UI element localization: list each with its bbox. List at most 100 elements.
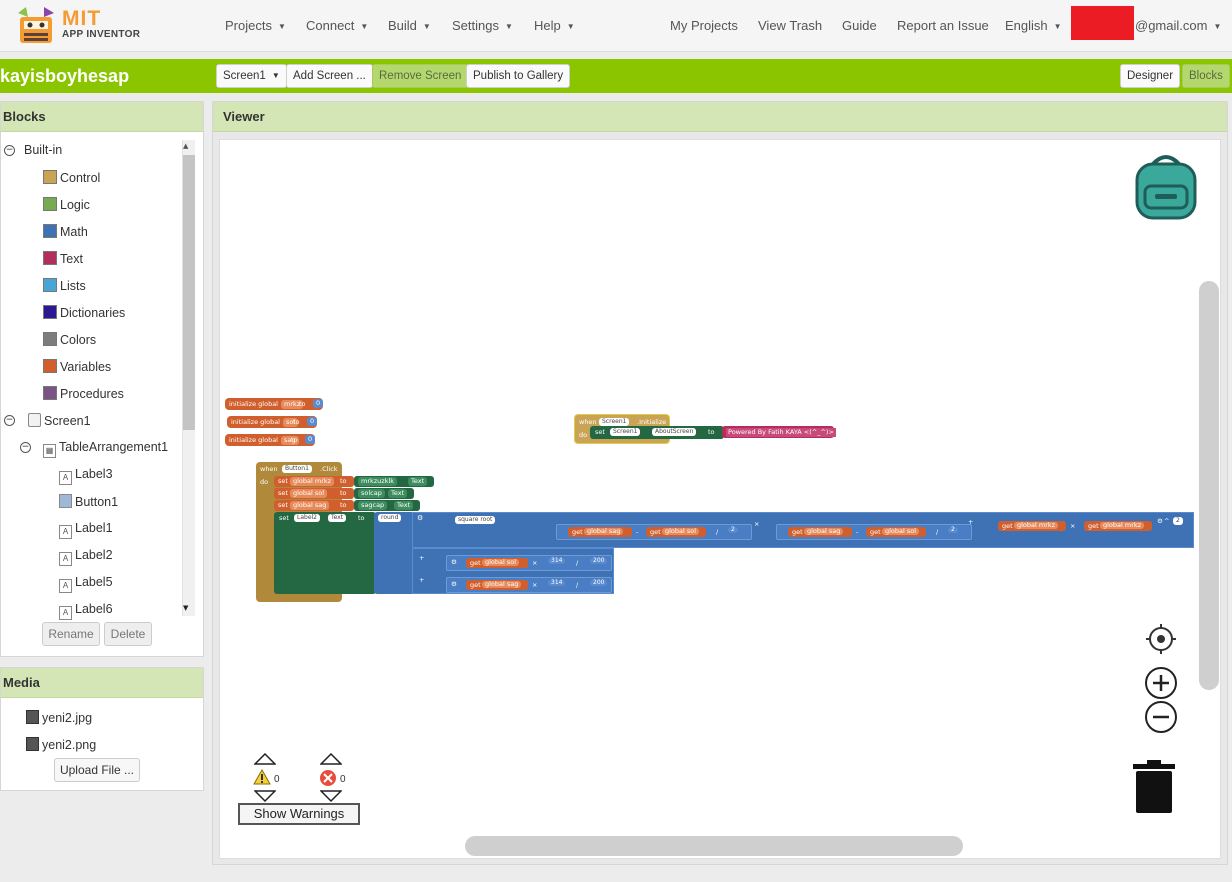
- category-item[interactable]: Dictionaries: [43, 305, 125, 320]
- link-view-trash[interactable]: View Trash: [758, 18, 823, 33]
- tree-screen1[interactable]: Screen1: [28, 413, 91, 428]
- button-dropdown[interactable]: Button1: [282, 465, 312, 473]
- text-property-dropdown[interactable]: Text: [408, 477, 428, 486]
- var-dropdown[interactable]: global sol: [482, 559, 520, 566]
- screen-dropdown[interactable]: Screen1: [599, 418, 630, 426]
- number-200[interactable]: 200: [590, 558, 608, 564]
- var-dropdown[interactable]: global mrkz: [1100, 522, 1145, 529]
- trash-icon[interactable]: [1131, 758, 1177, 816]
- tree-scrollbar-thumb[interactable]: [183, 155, 195, 430]
- var-dropdown[interactable]: global sag: [584, 528, 624, 535]
- tree-tablearrangement[interactable]: ▦TableArrangement1: [43, 440, 168, 458]
- menu-settings[interactable]: Settings▼: [452, 18, 513, 33]
- set-about-screen-block[interactable]: set Screen1 AboutScreen to: [590, 426, 724, 439]
- mutator-gear-icon[interactable]: ⚙: [1157, 517, 1163, 525]
- category-item[interactable]: Control: [43, 170, 100, 185]
- var-dropdown[interactable]: global sol: [662, 528, 700, 535]
- number-200[interactable]: 200: [590, 580, 608, 586]
- app-inventor-logo[interactable]: MIT APP INVENTOR: [14, 5, 144, 47]
- var-dropdown[interactable]: global sag: [804, 528, 844, 535]
- zoom-in-icon[interactable]: [1144, 666, 1178, 700]
- mutator-gear-icon[interactable]: ⚙: [451, 558, 457, 566]
- tree-scrollbar[interactable]: ▲ ▼: [182, 140, 195, 616]
- scroll-down-icon[interactable]: ▼: [183, 604, 189, 612]
- media-file[interactable]: yeni2.png: [26, 737, 96, 752]
- menu-account[interactable]: @gmail.com▼: [1135, 18, 1221, 33]
- screen-select[interactable]: Screen1▼: [216, 64, 287, 88]
- scroll-up-icon[interactable]: ▲: [183, 142, 189, 150]
- category-item[interactable]: Procedures: [43, 386, 124, 401]
- collapse-icon[interactable]: −: [4, 145, 15, 156]
- link-my-projects[interactable]: My Projects: [670, 18, 738, 33]
- number-zero[interactable]: 0: [305, 435, 316, 444]
- remove-screen-button[interactable]: Remove Screen: [372, 64, 469, 88]
- number-zero[interactable]: 0: [307, 417, 318, 426]
- category-item[interactable]: Logic: [43, 197, 90, 212]
- center-target-icon[interactable]: [1144, 622, 1178, 656]
- number-314[interactable]: 314: [548, 580, 566, 586]
- exponent-number[interactable]: 2: [1173, 517, 1183, 525]
- global-var-dropdown[interactable]: global sol: [290, 489, 328, 498]
- collapse-icon[interactable]: −: [20, 442, 31, 453]
- round-dropdown[interactable]: round: [378, 514, 402, 522]
- mutator-gear-icon[interactable]: ⚙: [417, 514, 424, 522]
- upload-file-button[interactable]: Upload File ...: [54, 758, 140, 782]
- blocks-workspace[interactable]: when Screen1 .Initialize do set Screen1 …: [219, 139, 1221, 859]
- warning-down-arrow-icon[interactable]: [254, 790, 276, 802]
- component-dropdown[interactable]: mrkzuzklk: [358, 477, 398, 486]
- var-name-field[interactable]: sol: [283, 418, 299, 427]
- category-item[interactable]: Lists: [43, 278, 86, 293]
- publish-gallery-button[interactable]: Publish to Gallery: [466, 64, 571, 88]
- error-up-arrow-icon[interactable]: [320, 753, 342, 765]
- text-property-dropdown[interactable]: Text: [328, 514, 347, 522]
- property-dropdown[interactable]: AboutScreen: [652, 428, 697, 436]
- round-block[interactable]: round: [374, 512, 414, 594]
- var-name-field[interactable]: mrkz: [281, 400, 304, 409]
- var-name-field[interactable]: sag: [281, 436, 299, 445]
- mutator-gear-icon[interactable]: ⚙: [451, 580, 457, 588]
- tree-builtin[interactable]: Built-in: [24, 143, 63, 157]
- set-label2-text-block[interactable]: set Label2 Text to: [274, 512, 376, 594]
- menu-build[interactable]: Build▼: [388, 18, 431, 33]
- category-item[interactable]: Math: [43, 224, 88, 239]
- delete-button[interactable]: Delete: [104, 622, 152, 646]
- category-item[interactable]: Text: [43, 251, 83, 266]
- number-zero[interactable]: 0: [313, 399, 324, 408]
- component-dropdown[interactable]: solcap: [358, 489, 385, 498]
- number-two[interactable]: 2: [948, 527, 958, 533]
- component-getter-block[interactable]: sagcap Text: [354, 500, 420, 511]
- workspace-vertical-scrollbar[interactable]: [1199, 281, 1219, 690]
- menu-connect[interactable]: Connect▼: [306, 18, 368, 33]
- link-guide[interactable]: Guide: [842, 18, 877, 33]
- text-property-dropdown[interactable]: Text: [394, 501, 414, 510]
- text-string-block[interactable]: Powered By Fatih KAYA <(^_^)>: [722, 426, 836, 438]
- designer-button[interactable]: Designer: [1120, 64, 1181, 88]
- label2-dropdown[interactable]: Label2: [294, 514, 321, 522]
- add-screen-button[interactable]: Add Screen ...: [286, 64, 373, 88]
- component-dropdown[interactable]: Screen1: [610, 428, 641, 436]
- sqrt-dropdown[interactable]: square root: [455, 516, 496, 524]
- link-report-issue[interactable]: Report an Issue: [897, 18, 989, 33]
- zoom-out-icon[interactable]: [1144, 700, 1178, 734]
- error-down-arrow-icon[interactable]: [320, 790, 342, 802]
- backpack-icon[interactable]: [1131, 150, 1201, 222]
- menu-language[interactable]: English▼: [1005, 18, 1062, 33]
- component-dropdown[interactable]: sagcap: [358, 501, 388, 510]
- category-item[interactable]: Colors: [43, 332, 96, 347]
